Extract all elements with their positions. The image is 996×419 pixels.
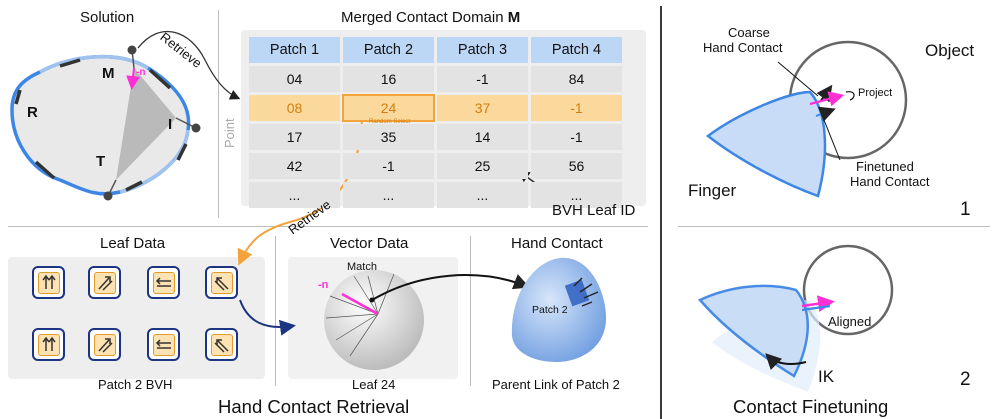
leaf-node-inner [153,272,175,294]
match-label: Match [347,261,377,273]
merged-domain-title-text: Merged Contact Domain [341,9,504,26]
table-cell: ... [531,182,622,208]
patch2-hand-label: Patch 2 [532,304,568,316]
leaf-node-inner [153,334,175,356]
step2-label: 2 [960,369,971,390]
neg-n-sphere-label: -n [318,279,329,291]
leaf-vector-icon [214,339,229,353]
leaf-vector-icon [98,338,113,353]
main-divider [660,6,662,419]
table-cell: ... [343,182,434,208]
leaf-vector-icon [42,336,56,351]
table-cell-selected: 24 [342,94,435,122]
table-row-highlighted: 08 24 37 -1 [249,94,622,122]
bvh-leaf-id-label: BVH Leaf ID [552,202,636,219]
contact-domain-table: Patch 1 Patch 2 Patch 3 Patch 4 04 16 -1… [246,34,625,211]
table-row: 42 -1 25 56 [249,153,622,179]
object-label: Object [925,41,975,60]
merged-domain-symbol: M [507,9,521,26]
header-cell: Patch 2 [343,37,434,63]
table-cell: 14 [437,124,528,150]
region-R-label: R [27,104,38,121]
solution-table-divider [218,10,219,218]
table-cell: 42 [249,153,340,179]
table-cell: -1 [531,95,622,121]
leaf-vector-icon [214,277,229,291]
table-cell: ... [249,182,340,208]
leaf-node-box [147,328,180,361]
region-M-label: M [102,65,115,82]
table-cell: -1 [437,66,528,92]
solution-title: Solution [80,9,135,26]
table-cell: ... [437,182,528,208]
point-axis-label: Point [222,118,237,148]
contact-finetuning-caption: Contact Finetuning [733,396,889,417]
ik-label: IK [818,367,835,386]
project-label: Project [858,87,893,99]
vector-data-title: Vector Data [330,235,409,252]
leaf-data-title: Leaf Data [100,235,166,252]
table-cell: 16 [343,66,434,92]
table-cell: 84 [531,66,622,92]
leaf-vector-icon [155,277,171,287]
leaf-node-inner [38,272,60,294]
leaf-node-inner [94,334,116,356]
leaf-node-inner [211,272,233,294]
finger-1 [705,90,827,198]
table-cell: 35 [343,124,434,150]
finger-label: Finger [688,181,737,200]
leaf-node-box [32,328,65,361]
table-cell: 17 [249,124,340,150]
leaf-node-inner [38,334,60,356]
header-cell: Patch 3 [437,37,528,63]
finetuned-label-line2: Hand Contact [850,174,930,189]
table-cell: 08 [249,95,340,121]
hand-contact-retrieval-caption: Hand Contact Retrieval [218,396,410,417]
table-header-row: Patch 1 Patch 2 Patch 3 Patch 4 [249,37,622,63]
coarse-label-line2: Hand Contact [703,40,783,55]
coarse-label-line1: Coarse [728,25,770,40]
leaf-node-box [88,266,121,299]
vector-hand-divider [470,236,471,386]
leaf-vector-icon [42,274,56,289]
table-row: 04 16 -1 84 [249,66,622,92]
leaf-node-inner [211,334,233,356]
table-cell: 37 [437,95,528,121]
leaf-vector-icon [98,276,113,291]
parent-link-label: Parent Link of Patch 2 [492,377,620,392]
neg-n-solution-label: -n [136,67,146,78]
hand-contact-title: Hand Contact [511,235,603,252]
leaf-vector-divider [275,236,276,386]
leaf-vector-icon [155,339,171,349]
finetuned-label-line1: Finetuned [856,159,914,174]
step1-label: 1 [960,199,971,220]
table-cell: -1 [531,124,622,150]
leaf-node-inner [94,272,116,294]
header-cell: Patch 1 [249,37,340,63]
patch2-bvh-label: Patch 2 BVH [98,377,173,392]
table-cell: 25 [437,153,528,179]
table-cell: 56 [531,153,622,179]
table-cell: 04 [249,66,340,92]
leaf-node-box [88,328,121,361]
horizontal-divider-left [8,226,648,227]
table-row: ... ... ... ... [249,182,622,208]
leaf-node-box [205,328,238,361]
leaf24-label: Leaf 24 [352,377,396,392]
region-I-label: I [168,116,173,133]
leaf-node-box [147,266,180,299]
leaf-node-box [32,266,65,299]
aligned-label: Aligned [828,314,872,329]
random-select-label: Random Select [369,119,411,125]
region-T-label: T [96,153,106,170]
table-cell: -1 [343,153,434,179]
horizontal-divider-right [678,226,990,227]
header-cell: Patch 4 [531,37,622,63]
table-row: 17 35 14 -1 [249,124,622,150]
leaf-node-box [205,266,238,299]
merged-domain-title: Merged Contact Domain M [341,10,520,25]
